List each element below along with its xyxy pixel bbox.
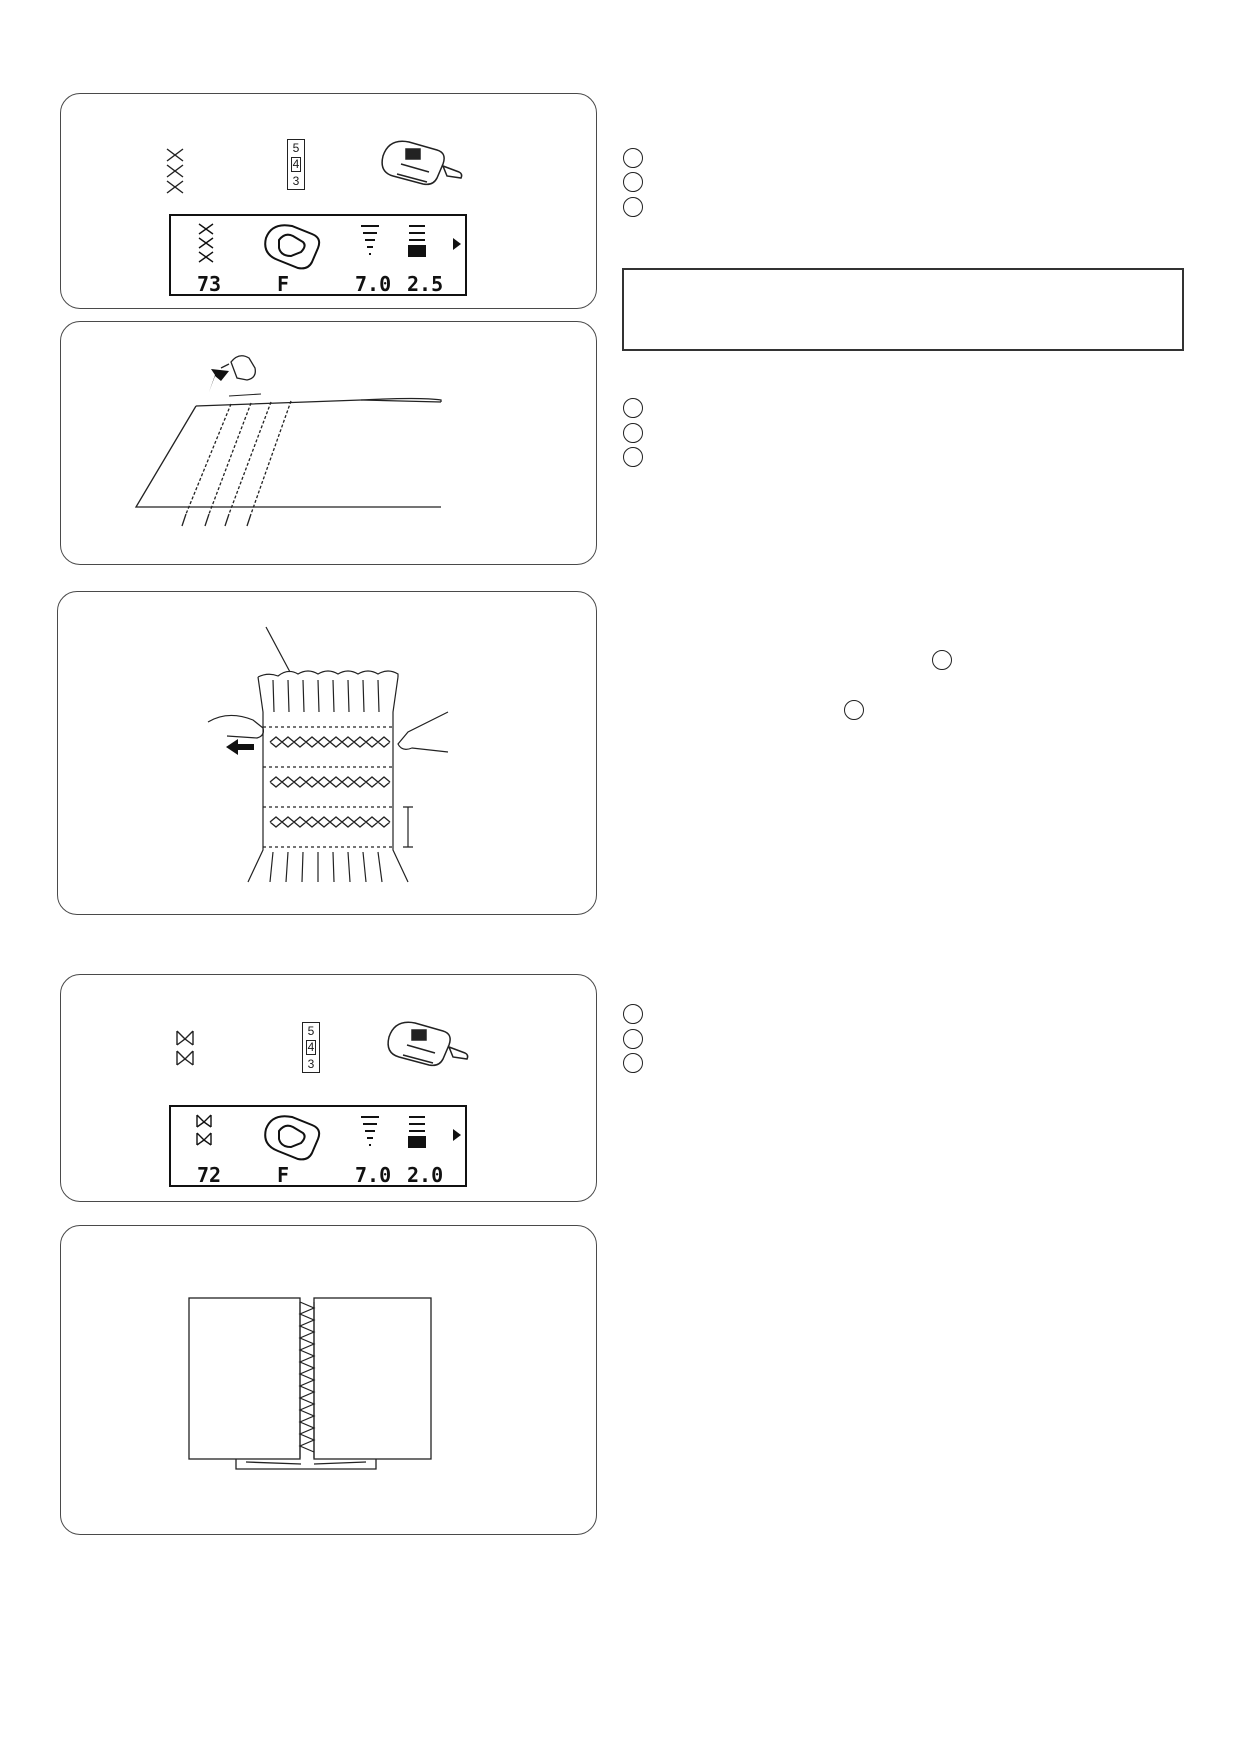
arrow-up-icon bbox=[209, 369, 229, 392]
callout-marker bbox=[623, 148, 643, 168]
presser-foot-icon bbox=[381, 140, 463, 186]
gathering-panel bbox=[60, 321, 597, 565]
stitch-width-icon bbox=[361, 225, 379, 255]
fagoting-settings-illustration bbox=[176, 1021, 469, 1067]
cross-stitch-pattern-icon bbox=[166, 148, 184, 194]
tension-dial: 5 4 3 bbox=[302, 1022, 320, 1073]
dial-mark-selected: 4 bbox=[291, 157, 301, 172]
callout-marker bbox=[932, 650, 952, 670]
stitch-length-icon bbox=[408, 225, 426, 257]
lcd-display: 73 F 7.0 2.5 bbox=[169, 214, 467, 296]
gathering-illustration bbox=[134, 355, 442, 527]
note-box bbox=[622, 268, 1184, 351]
pattern-number: 73 bbox=[197, 272, 222, 296]
fagoting-stitch bbox=[298, 1301, 316, 1458]
dial-mark-top: 5 bbox=[292, 141, 300, 155]
dial-mark-bottom: 3 bbox=[307, 1057, 315, 1071]
presser-foot-icon bbox=[387, 1021, 469, 1067]
lcd-icons bbox=[196, 1114, 461, 1161]
callout-marker bbox=[623, 172, 643, 192]
fagoting-result-panel bbox=[60, 1225, 597, 1535]
stitch-length-icon bbox=[408, 1116, 426, 1148]
fagoting-result-illustration bbox=[188, 1297, 432, 1470]
lcd-display: 72 F 7.0 2.0 bbox=[169, 1105, 467, 1187]
callout-marker bbox=[844, 700, 864, 720]
foot-code: F bbox=[277, 1163, 290, 1187]
smocking-result-panel bbox=[57, 591, 597, 915]
dial-mark-top: 5 bbox=[307, 1024, 315, 1038]
smocking-settings-panel: 5 4 3 73 F 7.0 2 bbox=[60, 93, 597, 309]
presser-foot-icon bbox=[264, 1115, 321, 1161]
smocking-result-illustration bbox=[207, 626, 449, 883]
callout-marker bbox=[623, 423, 643, 443]
arrow-right-icon bbox=[453, 1129, 461, 1141]
callout-marker bbox=[623, 197, 643, 217]
tension-dial: 5 4 3 bbox=[287, 139, 305, 190]
fagoting-pattern-icon bbox=[176, 1030, 194, 1066]
arrow-right-icon bbox=[453, 238, 461, 250]
stitch-width-value: 7.0 bbox=[355, 272, 392, 296]
stitch-width-icon bbox=[361, 1116, 379, 1146]
callout-marker bbox=[623, 1029, 643, 1049]
callout-marker bbox=[623, 1004, 643, 1024]
smocking-stitch-rows bbox=[269, 736, 391, 828]
pattern-number: 72 bbox=[197, 1163, 222, 1187]
foot-code: F bbox=[277, 272, 290, 296]
stitch-length-value: 2.5 bbox=[407, 272, 444, 296]
stitch-length-value: 2.0 bbox=[407, 1163, 444, 1187]
arrow-left-icon bbox=[226, 739, 254, 755]
cross-stitch-pattern-icon bbox=[198, 223, 214, 263]
lcd-icons bbox=[198, 223, 461, 270]
callout-marker bbox=[623, 447, 643, 467]
smocking-settings-illustration bbox=[166, 140, 463, 194]
dial-mark-bottom: 3 bbox=[292, 174, 300, 188]
stitch-width-value: 7.0 bbox=[355, 1163, 392, 1187]
fagoting-pattern-icon bbox=[196, 1114, 212, 1146]
callout-marker bbox=[623, 1053, 643, 1073]
dial-mark-selected: 4 bbox=[306, 1040, 316, 1055]
presser-foot-icon bbox=[264, 224, 321, 270]
fagoting-settings-panel: 5 4 3 72 F bbox=[60, 974, 597, 1202]
callout-marker bbox=[623, 398, 643, 418]
